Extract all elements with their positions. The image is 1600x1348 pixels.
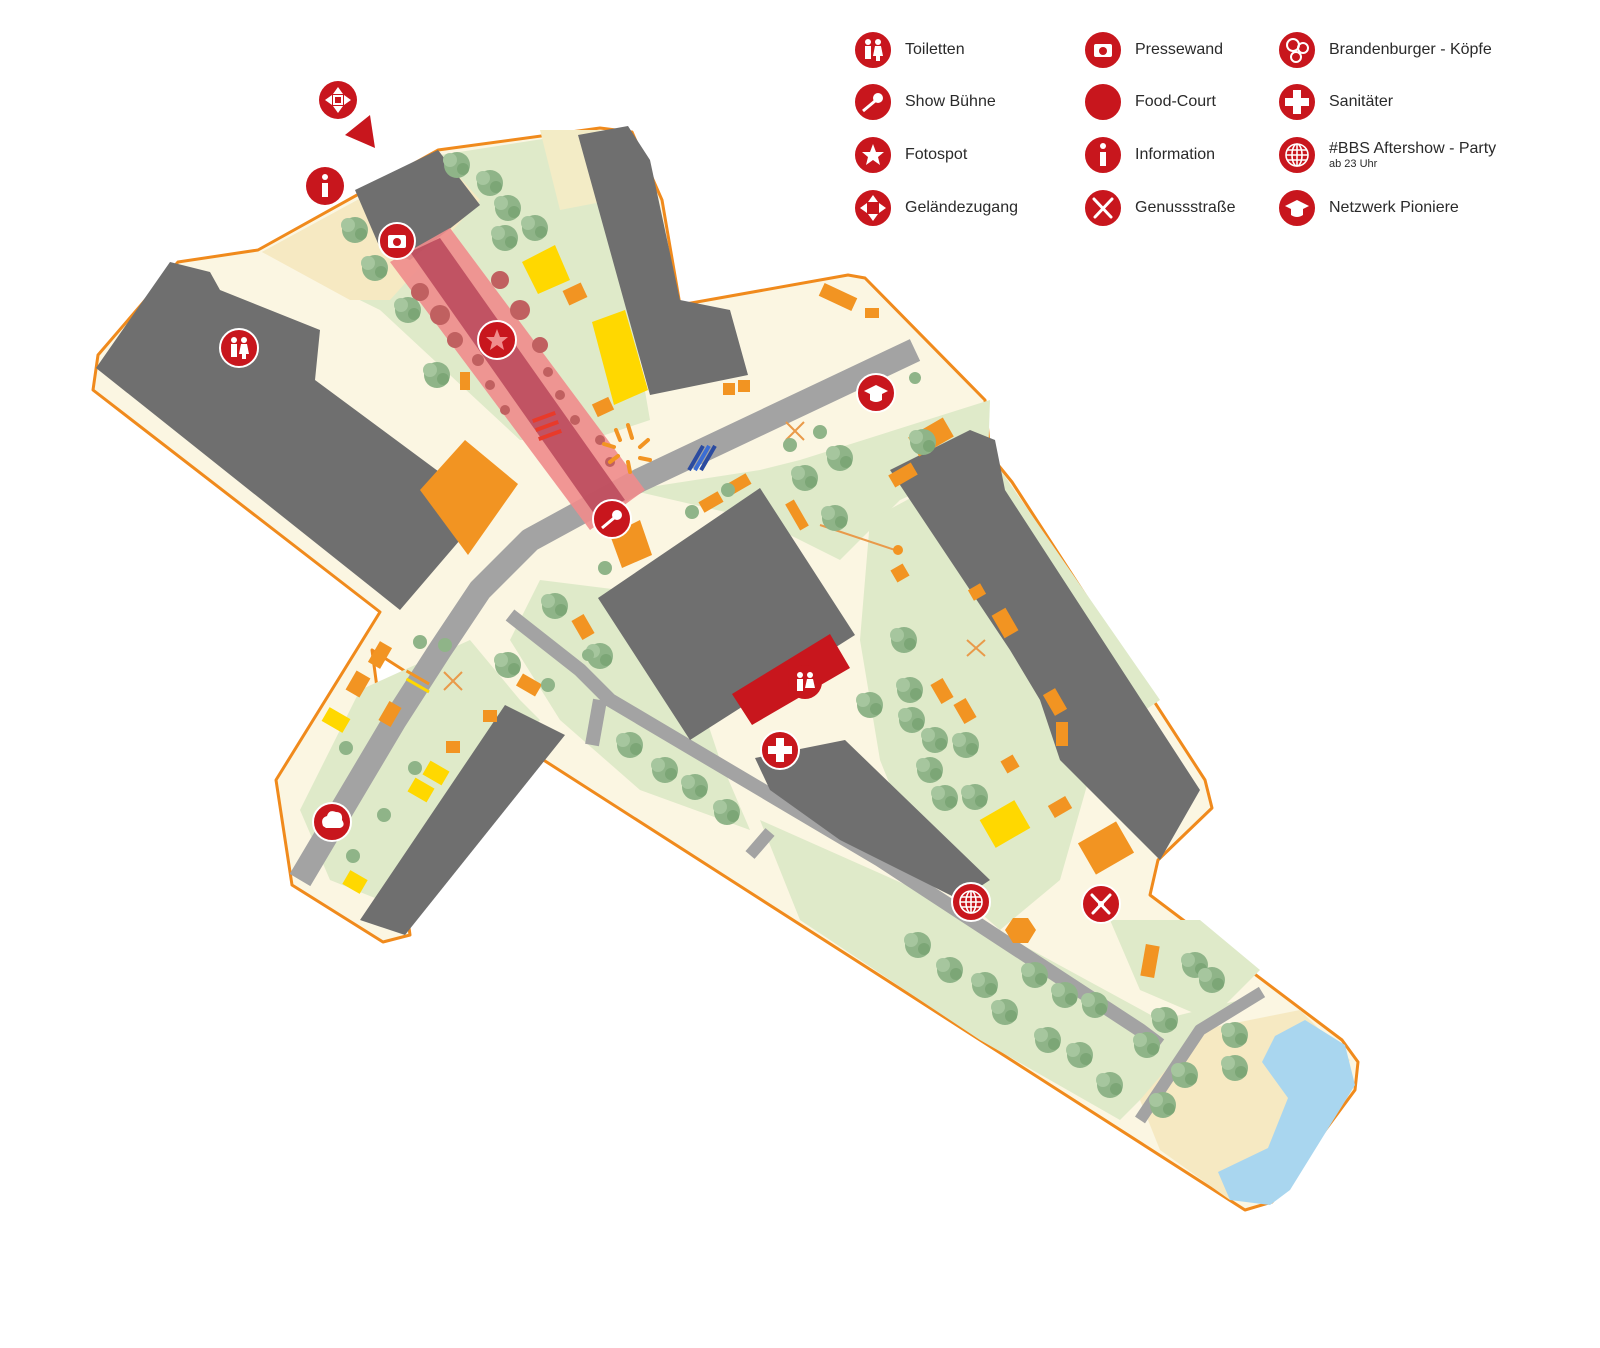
toilet-icon bbox=[853, 30, 893, 70]
legend-item-gelaendezugang: Geländezugang bbox=[853, 186, 1018, 230]
heads-icon bbox=[1277, 30, 1317, 70]
camera-icon bbox=[1083, 30, 1123, 70]
legend-item-aftershow-party: #BBS Aftershow - Party ab 23 Uhr bbox=[1277, 133, 1496, 177]
legend-item-food-court: Food-Court bbox=[1083, 80, 1216, 124]
legend-label: Netzwerk Pioniere bbox=[1329, 199, 1459, 216]
star-icon bbox=[853, 135, 893, 175]
info-icon[interactable] bbox=[306, 167, 344, 205]
map-legend: Toiletten Show Bühne Fotospot Geländezug… bbox=[853, 30, 1570, 252]
legend-item-genussstrasse: Genussstraße bbox=[1083, 186, 1235, 230]
legend-label: Brandenburger - Köpfe bbox=[1329, 41, 1492, 58]
legend-label: Show Bühne bbox=[905, 93, 996, 110]
entrance-arrows-icon[interactable] bbox=[319, 81, 357, 119]
microphone-icon[interactable] bbox=[592, 499, 632, 539]
small-trees bbox=[339, 372, 921, 863]
toilet-icon-main[interactable] bbox=[788, 665, 822, 699]
graduation-cap-icon bbox=[1277, 188, 1317, 228]
legend-label: Fotospot bbox=[905, 146, 968, 163]
legend-label-group: #BBS Aftershow - Party ab 23 Uhr bbox=[1329, 140, 1496, 170]
orange-markers bbox=[443, 421, 986, 691]
camera-icon[interactable] bbox=[378, 222, 416, 260]
legend-item-show-buehne: Show Bühne bbox=[853, 80, 996, 124]
fork-spoon-icon bbox=[1083, 188, 1123, 228]
entrance-direction-arrow bbox=[345, 115, 375, 148]
legend-label: Genussstraße bbox=[1135, 199, 1236, 216]
water-pond bbox=[1218, 1020, 1355, 1205]
entrance-arrows-icon bbox=[853, 188, 893, 228]
legend-item-brandenburger-koepfe: Brandenburger - Köpfe bbox=[1277, 28, 1492, 72]
fotospot-strip bbox=[390, 228, 652, 530]
tents-yellow bbox=[321, 245, 1031, 894]
toilet-icon[interactable] bbox=[219, 328, 259, 368]
stage-stripes bbox=[405, 444, 717, 694]
legend-label: Geländezugang bbox=[905, 199, 1018, 216]
legend-label: Food-Court bbox=[1135, 93, 1216, 110]
legend-item-information: Information bbox=[1083, 133, 1215, 177]
legend-sublabel: ab 23 Uhr bbox=[1329, 158, 1378, 170]
legend-item-netzwerk-pioniere: Netzwerk Pioniere bbox=[1277, 186, 1459, 230]
microphone-icon bbox=[853, 82, 893, 122]
legend-label: Toiletten bbox=[905, 41, 965, 58]
legend-item-pressewand: Pressewand bbox=[1083, 28, 1223, 72]
globe-icon bbox=[1277, 135, 1317, 175]
food-court-icon bbox=[1083, 82, 1123, 122]
hexagon-tent bbox=[1005, 918, 1036, 943]
roads bbox=[289, 339, 1266, 1124]
first-aid-cross-icon bbox=[1277, 82, 1317, 122]
legend-label: #BBS Aftershow - Party bbox=[1329, 140, 1497, 157]
legend-item-toiletten: Toiletten bbox=[853, 28, 965, 72]
legend-label: Pressewand bbox=[1135, 41, 1224, 58]
globe-icon[interactable] bbox=[951, 882, 991, 922]
first-aid-cross-icon[interactable] bbox=[760, 730, 800, 770]
legend-label: Information bbox=[1135, 146, 1216, 163]
fork-spoon-icon[interactable] bbox=[1081, 884, 1121, 924]
legend-item-sanitaeter: Sanitäter bbox=[1277, 80, 1393, 124]
legend-item-fotospot: Fotospot bbox=[853, 133, 967, 177]
legend-label: Sanitäter bbox=[1329, 93, 1394, 110]
star-icon[interactable] bbox=[477, 320, 517, 360]
graduation-cap-icon[interactable] bbox=[856, 373, 896, 413]
food-court-icon[interactable] bbox=[312, 802, 352, 842]
info-icon bbox=[1083, 135, 1123, 175]
